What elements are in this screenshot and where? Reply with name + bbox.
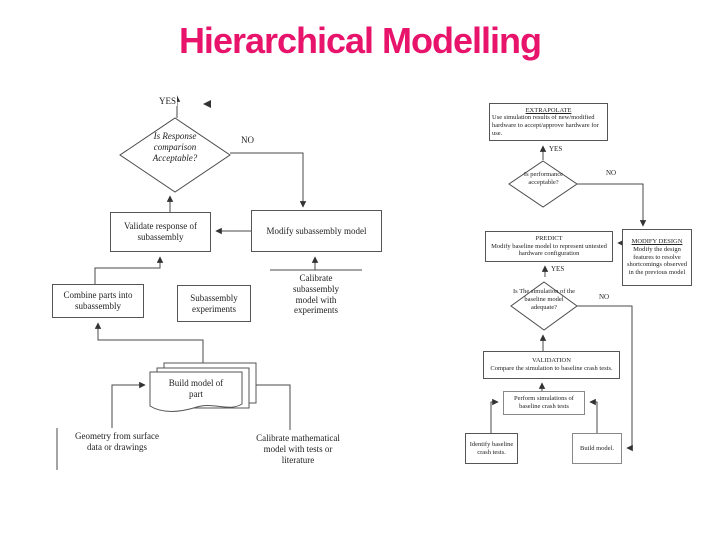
connector-no-to-buildmodel	[577, 305, 633, 452]
diamond-performance-text: Is performance acceptable?	[523, 171, 564, 186]
predict-body: Modify baseline model to represent untes…	[491, 242, 607, 258]
calibrate-subassembly-note: Calibrate subassembly model with experim…	[293, 273, 339, 316]
connector-geometry-to-build	[111, 381, 146, 428]
extrapolate-title: EXTRAPOLATE	[525, 106, 572, 114]
diamond-response-shape	[119, 117, 231, 193]
validate-response-box: Validate response of subassembly	[110, 212, 211, 252]
validation-title: VALIDATION	[532, 357, 571, 365]
modify-design-title: MODIFY DESIGN	[631, 238, 683, 246]
diamond-simulation-shape	[510, 281, 578, 331]
validation-body: Compare the simulation to baseline crash…	[490, 365, 613, 372]
label-yes-predict: YES	[550, 265, 566, 273]
predict-title: PREDICT	[535, 235, 563, 243]
label-yes-response: YES	[158, 96, 178, 106]
combine-parts-box: Combine parts into subassembly	[52, 284, 144, 318]
geometry-note: Geometry from surface data or drawings	[75, 431, 159, 452]
build-part-sheet-front	[149, 371, 243, 412]
label-no-response: NO	[240, 135, 255, 145]
stray-arrowhead-icon	[203, 100, 211, 108]
calibrate-mathematical-note: Calibrate mathematical model with tests …	[256, 433, 340, 465]
extrapolate-body: Use simulation results of new/modified h…	[492, 114, 599, 137]
label-no-performance: NO	[605, 169, 618, 177]
build-model-of-part-text: Build model of part	[168, 378, 224, 399]
connector-combine-to-validate	[94, 256, 164, 284]
label-no-simulation: NO	[598, 293, 611, 301]
connector-build-to-combine	[94, 322, 204, 363]
slide-title: Hierarchical Modelling	[178, 20, 542, 61]
diamond-simulation-text: Is The simulation of the baseline model …	[513, 288, 575, 311]
modify-design-box: MODIFY DESIGN Modify the design features…	[622, 229, 692, 286]
connector-identify-to-perform	[490, 398, 499, 433]
predict-box: PREDICT Modify baseline model to represe…	[485, 231, 613, 262]
subassembly-experiments-box: Subassembly experiments	[177, 285, 251, 322]
extrapolate-box: EXTRAPOLATE Use simulation results of ne…	[489, 103, 608, 141]
connector-no-to-modify	[230, 152, 307, 208]
diamond-response-text: Is Response comparison Acceptable?	[152, 131, 198, 163]
diamond-performance-shape	[508, 160, 578, 208]
perform-simulations-box: Perform simulations of baseline crash te…	[503, 391, 585, 415]
label-yes-extrapolate: YES	[548, 145, 564, 153]
connector-no-to-modifydesign	[577, 183, 647, 227]
build-model-box: Build model.	[572, 433, 622, 464]
connector-calibmath-to-build	[248, 381, 291, 430]
modify-design-body: Modify the design features to resolve sh…	[626, 246, 688, 276]
connector-buildmodel-to-perform	[589, 398, 598, 433]
modify-subassembly-box: Modify subassembly model	[251, 210, 382, 252]
identify-baseline-box: Identify baseline crash tests.	[465, 433, 518, 464]
validation-box: VALIDATION Compare the simulation to bas…	[483, 351, 620, 379]
